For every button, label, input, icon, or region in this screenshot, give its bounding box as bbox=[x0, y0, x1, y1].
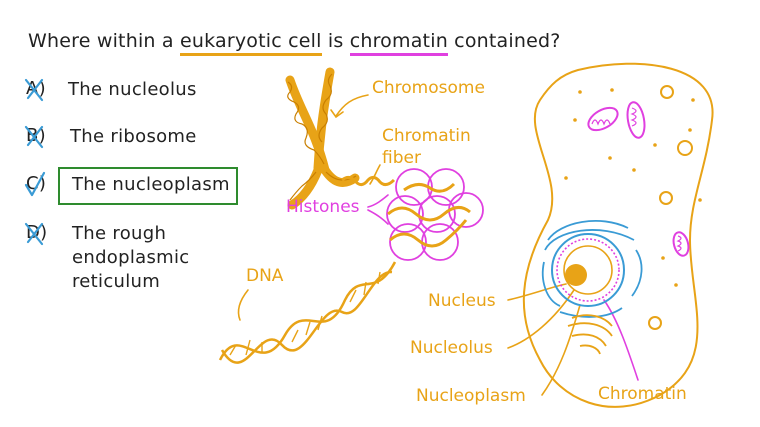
correct-answer-box bbox=[58, 167, 238, 205]
question-middle: is bbox=[321, 30, 350, 52]
label-nucleus: Nucleus bbox=[428, 291, 496, 311]
label-nucleoplasm: Nucleoplasm bbox=[416, 386, 526, 406]
ribosome-dots bbox=[564, 88, 702, 287]
option-a[interactable]: A) The nucleolus bbox=[24, 78, 226, 104]
chromatin-fiber-strand bbox=[341, 175, 396, 187]
question-prefix: Where within a bbox=[28, 30, 180, 52]
histones-cluster bbox=[386, 168, 484, 261]
label-chromosome: Chromosome bbox=[372, 78, 485, 98]
option-d-line-2: endoplasmic bbox=[72, 247, 190, 268]
option-b-text: The ribosome bbox=[70, 126, 197, 147]
label-dna: DNA bbox=[246, 266, 284, 286]
endoplasmic-reticulum bbox=[541, 220, 643, 318]
label-arrows-magenta bbox=[367, 194, 639, 381]
option-d-line-3: reticulum bbox=[72, 271, 161, 292]
golgi-apparatus bbox=[567, 314, 613, 355]
option-b[interactable]: B) The ribosome bbox=[24, 125, 226, 151]
cross-mark-icon bbox=[24, 78, 44, 102]
mitochondria bbox=[587, 101, 690, 257]
question-suffix: contained? bbox=[447, 30, 561, 52]
cell-membrane bbox=[522, 62, 714, 408]
label-chromatin: Chromatin bbox=[598, 384, 687, 404]
label-nucleolus: Nucleolus bbox=[410, 338, 493, 358]
option-c-text: The nucleoplasm bbox=[72, 174, 230, 195]
option-d-line-1: The rough bbox=[72, 223, 167, 244]
vesicles bbox=[648, 85, 693, 330]
option-d[interactable]: D) The rough endoplasmic reticulum bbox=[24, 222, 226, 294]
term-eukaryotic-cell: eukaryotic cell bbox=[180, 30, 322, 56]
dna-rungs bbox=[229, 271, 381, 356]
option-c[interactable]: C) The nucleoplasm bbox=[24, 171, 246, 199]
cross-mark-icon bbox=[24, 125, 44, 149]
option-a-text: The nucleolus bbox=[68, 79, 197, 100]
label-chromatin-fiber-line1: Chromatin bbox=[382, 126, 471, 146]
cross-mark-icon bbox=[24, 222, 44, 246]
nucleus bbox=[551, 233, 625, 307]
check-mark-icon bbox=[24, 171, 46, 197]
question-text: Where within a eukaryotic cell is chroma… bbox=[28, 30, 561, 56]
label-chromatin-fiber-line2: fiber bbox=[382, 148, 421, 168]
label-histones: Histones bbox=[286, 197, 360, 217]
dna-around-histones bbox=[387, 182, 471, 248]
term-chromatin: chromatin bbox=[349, 30, 448, 56]
chromosome-figure bbox=[285, 67, 360, 210]
